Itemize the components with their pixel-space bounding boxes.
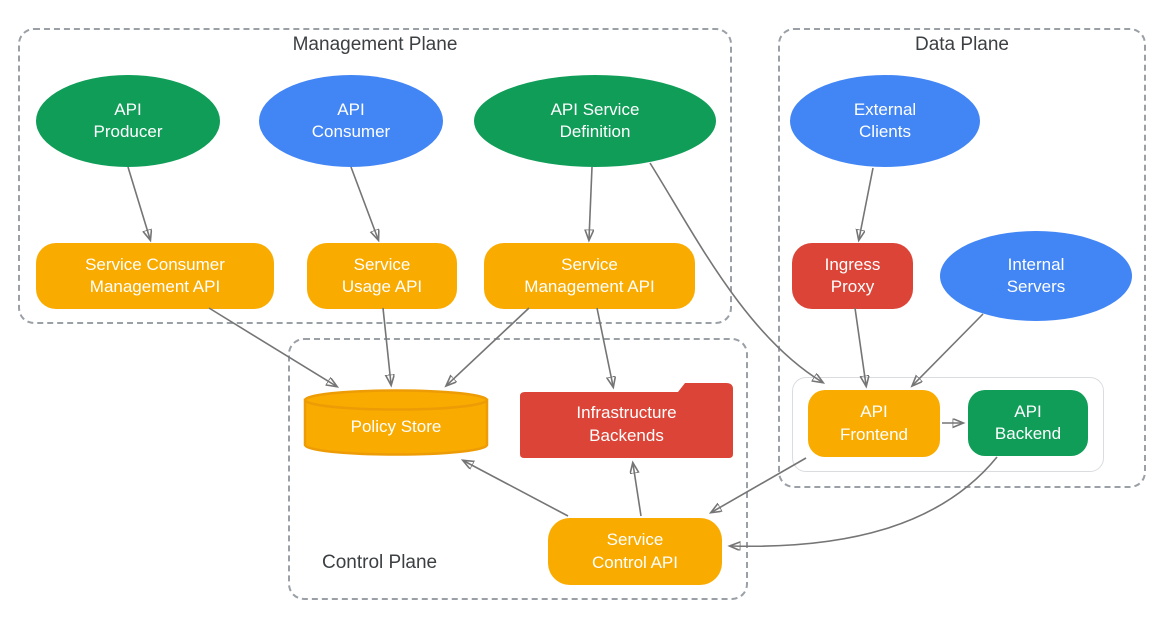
node-service-consumer-management-api: Service Consumer Management API [36,243,274,309]
node-ingress-proxy: Ingress Proxy [792,243,913,309]
node-api-producer: API Producer [36,75,220,167]
node-ingress-proxy-label: Ingress Proxy [824,254,881,296]
node-api-frontend: API Frontend [808,390,940,457]
node-api-backend-label: API Backend [994,401,1062,443]
folder-shape [520,383,733,458]
node-external-clients-label: External Clients [853,99,917,141]
node-service-control-api: Service Control API [548,518,722,585]
cylinder-shape [303,389,489,456]
management-plane-title: Management Plane [292,34,458,55]
node-service-usage-api: Service Usage API [307,243,457,309]
data-plane-title: Data Plane [914,34,1009,55]
node-external-clients: External Clients [790,75,980,167]
node-api-service-definition: API Service Definition [474,75,716,167]
node-api-frontend-label: API Frontend [839,402,909,444]
node-service-control-api-label: Service Control API [592,530,678,572]
node-service-consumer-management-api-label: Service Consumer Management API [85,254,225,296]
node-api-backend: API Backend [968,390,1088,456]
control-plane-title: Control Plane [322,552,438,573]
node-policy-store: Policy Store [302,388,490,458]
node-policy-store-label: Policy Store [350,416,442,436]
node-internal-servers: Internal Servers [940,231,1132,321]
node-infrastructure-backends: Infrastructure Backends [520,382,733,458]
node-api-consumer-label: API Consumer [311,99,391,141]
node-api-service-definition-label: API Service Definition [550,99,640,141]
node-service-management-api-label: Service Management API [524,254,655,296]
node-service-usage-api-label: Service Usage API [341,254,423,296]
node-api-consumer: API Consumer [259,75,443,167]
node-service-management-api: Service Management API [484,243,695,309]
node-internal-servers-label: Internal Servers [1006,254,1066,296]
node-infrastructure-backends-label: Infrastructure Backends [576,403,677,445]
node-api-producer-label: API Producer [93,99,163,141]
